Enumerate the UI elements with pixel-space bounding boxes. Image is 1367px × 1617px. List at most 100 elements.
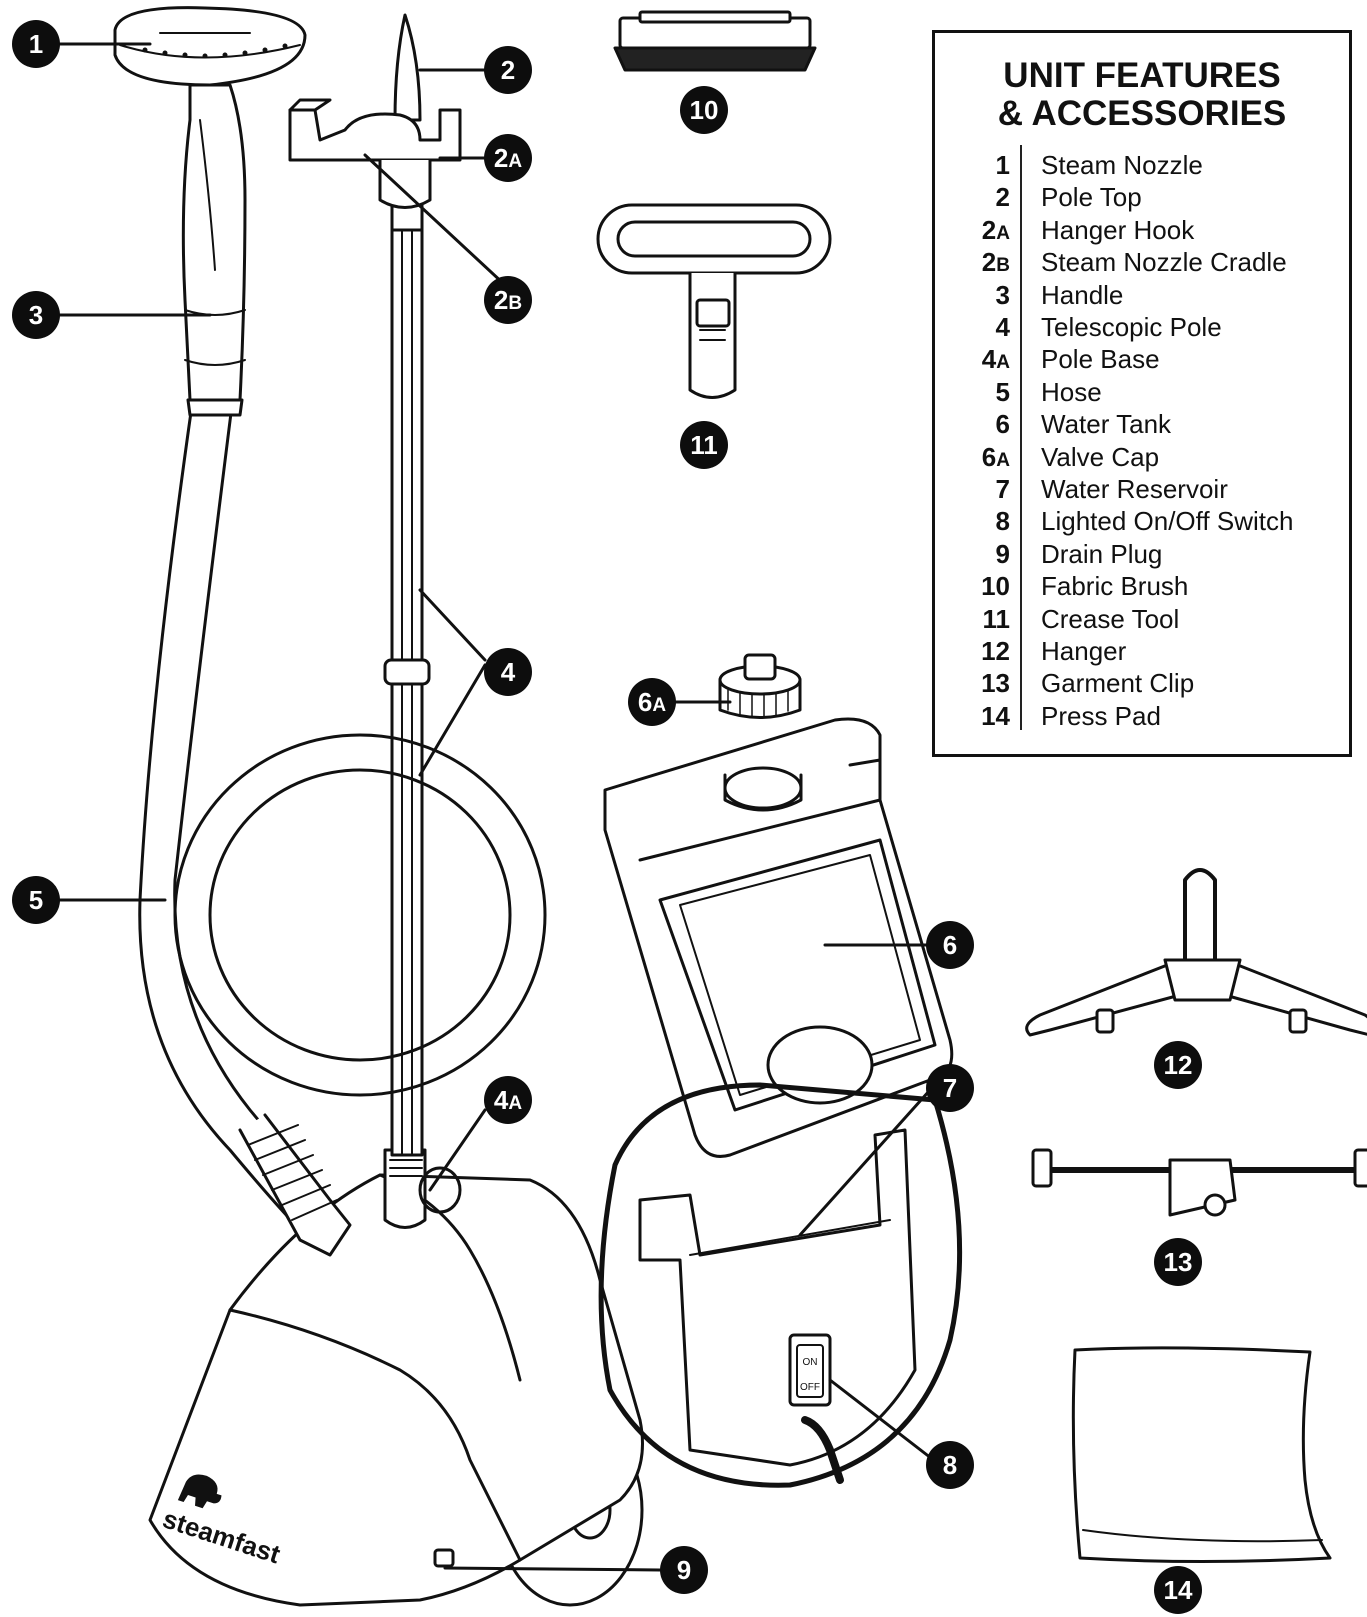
- legend-item: 2B Steam Nozzle Cradle: [935, 246, 1349, 279]
- legend-item-number: 11: [982, 603, 1011, 634]
- switch-on-label: ON: [803, 1357, 818, 1368]
- legend-item-number: 10: [981, 571, 1010, 602]
- svg-text:2: 2: [501, 55, 515, 85]
- legend-item: 13 Garment Clip: [935, 667, 1349, 700]
- legend-item: 11 Crease Tool: [935, 603, 1349, 636]
- steam-nozzle: [113, 6, 307, 87]
- legend-item-label: Steam Nozzle Cradle: [1041, 247, 1287, 278]
- svg-text:6A: 6A: [638, 687, 666, 717]
- callout-7: 7: [926, 1064, 974, 1112]
- callout-12: 12: [1154, 1041, 1202, 1089]
- legend-item-number: 7: [995, 474, 1010, 504]
- hanger: [1025, 868, 1367, 1037]
- callout-6a: 6A: [628, 678, 676, 726]
- callout-4: 4: [484, 648, 532, 696]
- legend-title: UNIT FEATURES & ACCESSORIES: [935, 57, 1349, 133]
- switch-off-label: OFF: [800, 1382, 820, 1393]
- svg-text:3: 3: [29, 300, 43, 330]
- legend-item-label: Pole Top: [1041, 182, 1142, 213]
- svg-text:4: 4: [501, 657, 516, 687]
- legend-item-label: Crease Tool: [1041, 603, 1180, 634]
- callout-2b: 2B: [484, 276, 532, 324]
- svg-text:12: 12: [1164, 1050, 1193, 1080]
- svg-text:6: 6: [943, 930, 957, 960]
- callout-3: 3: [12, 291, 60, 339]
- legend-item: 4 Telescopic Pole: [935, 311, 1349, 344]
- legend-item-number: 2B: [981, 247, 1010, 278]
- callout-6: 6: [926, 921, 974, 969]
- legend-item-number: 1: [995, 150, 1010, 180]
- legend-item: 2 Pole Top: [935, 181, 1349, 214]
- legend-item: 8 Lighted On/Off Switch: [935, 505, 1349, 538]
- legend-item-label: Hanger: [1041, 636, 1127, 666]
- legend-item-number: 13: [981, 668, 1010, 699]
- hanger-hook: [288, 13, 462, 209]
- legend-item-number: 4: [995, 312, 1010, 342]
- legend-item-label: Fabric Brush: [1041, 571, 1189, 602]
- svg-text:9: 9: [677, 1555, 691, 1585]
- legend-item-label: Valve Cap: [1041, 441, 1160, 472]
- legend-item-label: Handle: [1041, 279, 1124, 310]
- callout-11: 11: [680, 421, 728, 469]
- handle: [181, 83, 247, 417]
- legend-item-number: 12: [981, 636, 1010, 666]
- legend-item-label: Telescopic Pole: [1041, 312, 1222, 342]
- base-unit: [148, 1173, 644, 1607]
- legend-item: 6A Valve Cap: [935, 441, 1349, 474]
- svg-text:11: 11: [690, 430, 718, 460]
- legend-item-number: 14: [981, 700, 1010, 731]
- press-pad: [1071, 1346, 1332, 1563]
- legend-item: 5 Hose: [935, 376, 1349, 409]
- legend-item: 14 Press Pad: [935, 700, 1349, 733]
- hose: [138, 403, 547, 1257]
- legend-item: 10 Fabric Brush: [935, 570, 1349, 603]
- svg-text:14: 14: [1164, 1575, 1193, 1605]
- legend-item-number: 6A: [981, 441, 1010, 472]
- legend-item: 12 Hanger: [935, 635, 1349, 668]
- callout-5: 5: [12, 876, 60, 924]
- legend-item: 3 Handle: [935, 279, 1349, 312]
- callout-4a: 4A: [484, 1076, 532, 1124]
- legend-item: 4A Pole Base: [935, 343, 1349, 376]
- legend-title-line2: & ACCESSORIES: [997, 94, 1287, 133]
- legend-item-label: Water Tank: [1041, 409, 1172, 440]
- legend-item-number: 8: [995, 506, 1010, 537]
- crease-tool: [596, 203, 832, 399]
- svg-text:13: 13: [1164, 1247, 1193, 1277]
- svg-text:1: 1: [29, 29, 43, 59]
- svg-text:8: 8: [943, 1450, 957, 1480]
- legend-item-number: 6: [995, 409, 1010, 440]
- legend-item-label: Garment Clip: [1041, 668, 1195, 699]
- legend-item-number: 2: [995, 182, 1010, 213]
- callout-13: 13: [1154, 1238, 1202, 1286]
- legend-item-label: Lighted On/Off Switch: [1041, 506, 1294, 537]
- svg-text:10: 10: [690, 95, 719, 125]
- legend-divider: [1020, 145, 1022, 730]
- legend-item-label: Hose: [1041, 376, 1102, 407]
- legend-item: 7 Water Reservoir: [935, 473, 1349, 506]
- legend-item: 6 Water Tank: [935, 408, 1349, 441]
- legend-item-number: 3: [995, 279, 1010, 310]
- svg-text:7: 7: [943, 1073, 957, 1103]
- callout-2: 2: [484, 46, 532, 94]
- pole-base: [383, 1148, 462, 1229]
- fabric-brush: [613, 10, 817, 72]
- callout-8: 8: [926, 1441, 974, 1489]
- legend-item-label: Water Reservoir: [1041, 474, 1228, 504]
- callout-14: 14: [1154, 1566, 1202, 1614]
- callout-9: 9: [660, 1546, 708, 1594]
- callout-10: 10: [680, 86, 728, 134]
- garment-clip: [1031, 1148, 1367, 1217]
- svg-text:5: 5: [29, 885, 43, 915]
- legend-item-number: 4A: [981, 344, 1010, 375]
- legend-item-label: Pole Base: [1041, 344, 1160, 375]
- legend-title-line1: UNIT FEATURES: [1003, 56, 1281, 95]
- legend-item-label: Press Pad: [1041, 700, 1161, 731]
- legend-item-number: 5: [995, 376, 1010, 407]
